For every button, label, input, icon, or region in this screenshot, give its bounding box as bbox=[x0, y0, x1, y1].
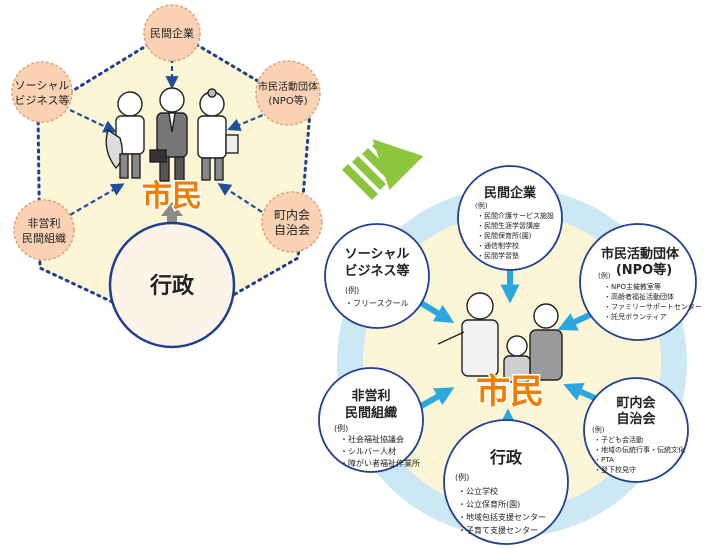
right-node-hieiri-item-3: ・障がい者福祉作業所 bbox=[340, 458, 420, 468]
right-node-npo-item-2: ・高齢者福祉活動団体 bbox=[604, 292, 674, 301]
left-node-hieiri: 非営利 民間組織 bbox=[13, 199, 75, 261]
right-node-hieiri-title-1: 非営利 bbox=[351, 388, 390, 404]
left-node-npo-label-1: 市民活動団体 bbox=[258, 80, 318, 93]
family-illustration bbox=[437, 292, 563, 383]
left-node-social: ソーシャル ビジネス等 bbox=[11, 61, 73, 123]
left-node-social-label-2: ビジネス等 bbox=[15, 93, 70, 107]
right-node-minkan-item-5: ・民間学習塾 bbox=[477, 251, 519, 260]
right-node-npo-item-4: ・託児ボランティア bbox=[604, 312, 667, 321]
right-node-npo-item-3: ・ファミリーサポートセンター bbox=[604, 302, 702, 311]
right-node-minkan-item-2: ・民間生涯学習講座 bbox=[477, 221, 540, 230]
arrow-npo-to-center bbox=[227, 110, 271, 132]
right-node-npo: 市民活動団体 (NPO等) (例) ・NPO主催教室等 ・高齢者福祉活動団体 ・… bbox=[579, 223, 702, 341]
right-node-chonai: 町内会 自治会 (例) ・子ども会活動 ・地域の伝統行事・伝統文化 ・PTA ・… bbox=[583, 377, 689, 483]
left-gyosei-label: 行政 bbox=[149, 273, 195, 299]
person-businessman bbox=[149, 87, 188, 182]
right-node-gyosei-item-2: ・公立保育所(園) bbox=[458, 499, 520, 509]
left-node-npo-label-2: (NPO等) bbox=[268, 94, 307, 107]
right-diagram: 市民 民間企業 (例) ・民間介護サービス施設 ・民間生涯学習講座 ・民間保育所… bbox=[318, 165, 702, 545]
right-node-gyosei: 行政 (例) ・公立学校 ・公立保育所(園) ・地域包括支援センター ・子育て支… bbox=[443, 419, 569, 545]
right-node-chonai-item-4: ・登下校見守 bbox=[594, 465, 636, 474]
right-node-minkan-item-4: ・通信制学校 bbox=[477, 241, 519, 250]
arrow-hieiri-to-center bbox=[69, 183, 125, 216]
left-shimin-label: 市民 bbox=[142, 179, 202, 214]
right-node-hieiri-item-2: ・シルバー人材 bbox=[340, 446, 396, 456]
right-node-chonai-item-2: ・地域の伝統行事・伝統文化 bbox=[594, 445, 685, 454]
person-father bbox=[437, 292, 499, 377]
left-gyosei-circle bbox=[108, 221, 236, 349]
right-node-minkan-example: (例) bbox=[475, 201, 488, 210]
right-node-gyosei-item-4: ・子育て支援センター bbox=[458, 525, 538, 535]
right-node-npo-title-1: 市民活動団体 bbox=[601, 246, 680, 262]
right-node-gyosei-title-1: 行政 bbox=[489, 448, 523, 467]
person-fisherman bbox=[105, 91, 145, 179]
left-node-hieiri-label-2: 民間組織 bbox=[22, 232, 66, 245]
right-node-gyosei-example: (例) bbox=[455, 472, 469, 482]
left-node-minkan: 民間企業 bbox=[143, 4, 201, 62]
right-node-chonai-title-1: 町内会 bbox=[616, 395, 656, 411]
right-node-npo-example: (例) bbox=[598, 271, 611, 280]
right-node-hieiri: 非営利 民間組織 (例) ・社会福祉協議会 ・シルバー人材 ・障がい者福祉作業所 bbox=[318, 367, 424, 473]
left-node-minkan-label: 民間企業 bbox=[150, 26, 194, 40]
left-node-npo: 市民活動団体 (NPO等) bbox=[255, 60, 321, 126]
right-node-hieiri-title-2: 民間組織 bbox=[345, 405, 397, 421]
transition-arrow bbox=[342, 139, 424, 200]
right-node-social-example: (例) bbox=[345, 285, 359, 295]
right-node-minkan-item-3: ・民間保育所(園) bbox=[477, 231, 532, 240]
right-node-gyosei-item-1: ・公立学校 bbox=[458, 486, 498, 496]
left-node-chonai-label-2: 自治会 bbox=[274, 223, 310, 237]
right-shimin-label: 市民 bbox=[476, 372, 544, 412]
left-node-social-label-1: ソーシャル bbox=[15, 79, 70, 92]
right-node-chonai-title-2: 自治会 bbox=[616, 411, 656, 427]
right-node-chonai-item-1: ・子ども会活動 bbox=[594, 435, 643, 444]
right-node-gyosei-item-3: ・地域包括支援センター bbox=[458, 512, 546, 522]
left-node-hieiri-label-1: 非営利 bbox=[28, 216, 61, 230]
left-node-chonai: 町内会 自治会 bbox=[261, 191, 323, 253]
right-node-social-title-1: ソーシャル bbox=[345, 247, 410, 262]
person-child bbox=[503, 335, 531, 383]
person-doctor bbox=[197, 88, 239, 181]
right-node-social: ソーシャル ビジネス等 (例) ・フリースクール bbox=[324, 223, 430, 329]
person-mother bbox=[529, 303, 563, 381]
right-node-minkan-item-1: ・民間介護サービス施設 bbox=[477, 211, 554, 220]
right-node-hieiri-example: (例) bbox=[334, 423, 348, 433]
people-illustration bbox=[105, 87, 239, 182]
right-node-hieiri-item-1: ・社会福祉協議会 bbox=[340, 434, 404, 444]
left-diagram: 行政 市民 民間企業 ソーシャル ビジネス等 市民活動団体 (NPO等) 非営利… bbox=[11, 4, 323, 349]
left-node-chonai-label-1: 町内会 bbox=[274, 208, 310, 222]
right-node-minkan: 民間企業 (例) ・民間介護サービス施設 ・民間生涯学習講座 ・民間保育所(園)… bbox=[457, 165, 563, 271]
right-node-npo-title-2: (NPO等) bbox=[616, 262, 672, 278]
left-arrows bbox=[69, 58, 271, 216]
right-node-chonai-example: (例) bbox=[592, 425, 605, 434]
right-node-chonai-item-3: ・PTA bbox=[594, 456, 614, 464]
right-node-npo-item-1: ・NPO主催教室等 bbox=[604, 282, 661, 291]
right-node-minkan-title-1: 民間企業 bbox=[484, 185, 537, 201]
right-node-social-item-1: ・フリースクール bbox=[345, 299, 409, 308]
right-node-social-title-2: ビジネス等 bbox=[344, 263, 409, 279]
